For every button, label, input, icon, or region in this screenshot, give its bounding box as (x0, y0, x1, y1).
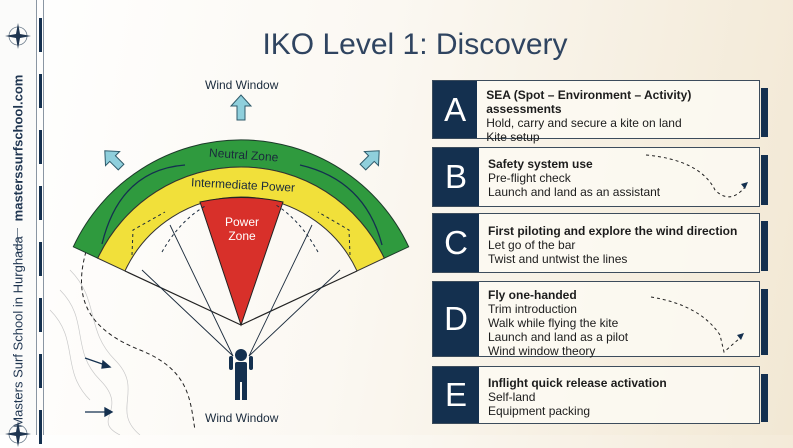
power-zone-label-line1: Power (224, 215, 259, 229)
section-item: Let go of the bar (488, 238, 576, 252)
compass-rose-icon (5, 23, 31, 49)
section-item: Wind window theory (488, 344, 596, 358)
section-item: Equipment packing (488, 404, 591, 418)
section-letter: D (433, 282, 479, 356)
section-letter: E (433, 367, 479, 423)
section-item: Launch and land as an assistant (488, 185, 661, 199)
dashed-path (81, 244, 196, 431)
power-zone (199, 197, 284, 327)
intermediate-power-band (97, 166, 385, 272)
wind-window-diagram (49, 94, 410, 435)
section-letter: A (433, 81, 478, 138)
section-heading: Safety system use (488, 157, 593, 171)
section-letter: C (433, 214, 479, 272)
section-item: Hold, carry and secure a kite on land (486, 116, 682, 130)
section-item: Kite setup (486, 130, 540, 144)
arrow-up-icon (229, 94, 253, 121)
dashed-arrows (131, 204, 351, 256)
page-title: IKO Level 1: Discovery (262, 28, 568, 61)
section-item: Walk while flying the kite (488, 316, 619, 330)
divider (17, 228, 18, 254)
top-wind-window-label: Wind Window (205, 78, 279, 92)
decorative-rail (36, 0, 44, 444)
section-item: Twist and untwist the lines (488, 252, 628, 266)
circulation-arrows (101, 164, 383, 246)
section-letter: B (433, 148, 479, 206)
control-lines (141, 224, 341, 357)
section-card-c: C First piloting and explore the wind dir… (432, 213, 768, 273)
contour-lines (49, 269, 141, 435)
arrow-up-right-icon (359, 150, 380, 171)
section-heading: Fly one-handed (488, 288, 577, 302)
section-heading: First piloting and explore the wind dire… (488, 224, 738, 238)
section-item: Launch and land as a pilot (488, 330, 629, 344)
wind-arrow-icon (84, 357, 114, 418)
section-card-a: A SEA (Spot – Environment – Activity) ass… (432, 80, 768, 144)
section-item: Self-land (488, 390, 536, 404)
bottom-wind-window-label: Wind Window (205, 411, 279, 425)
arrow-up-left-icon (104, 150, 125, 171)
sidebar: masterssurfschool.com Masters Surf Schoo… (0, 0, 36, 447)
person-icon (229, 349, 253, 400)
section-heading: SEA (Spot – Environment – Activity) asse… (486, 88, 692, 116)
power-zone-label-line2: Zone (228, 229, 256, 243)
section-heading: Inflight quick release activation (488, 376, 667, 390)
section-item: Pre-flight check (488, 171, 571, 185)
section-item: Trim introduction (488, 302, 577, 316)
